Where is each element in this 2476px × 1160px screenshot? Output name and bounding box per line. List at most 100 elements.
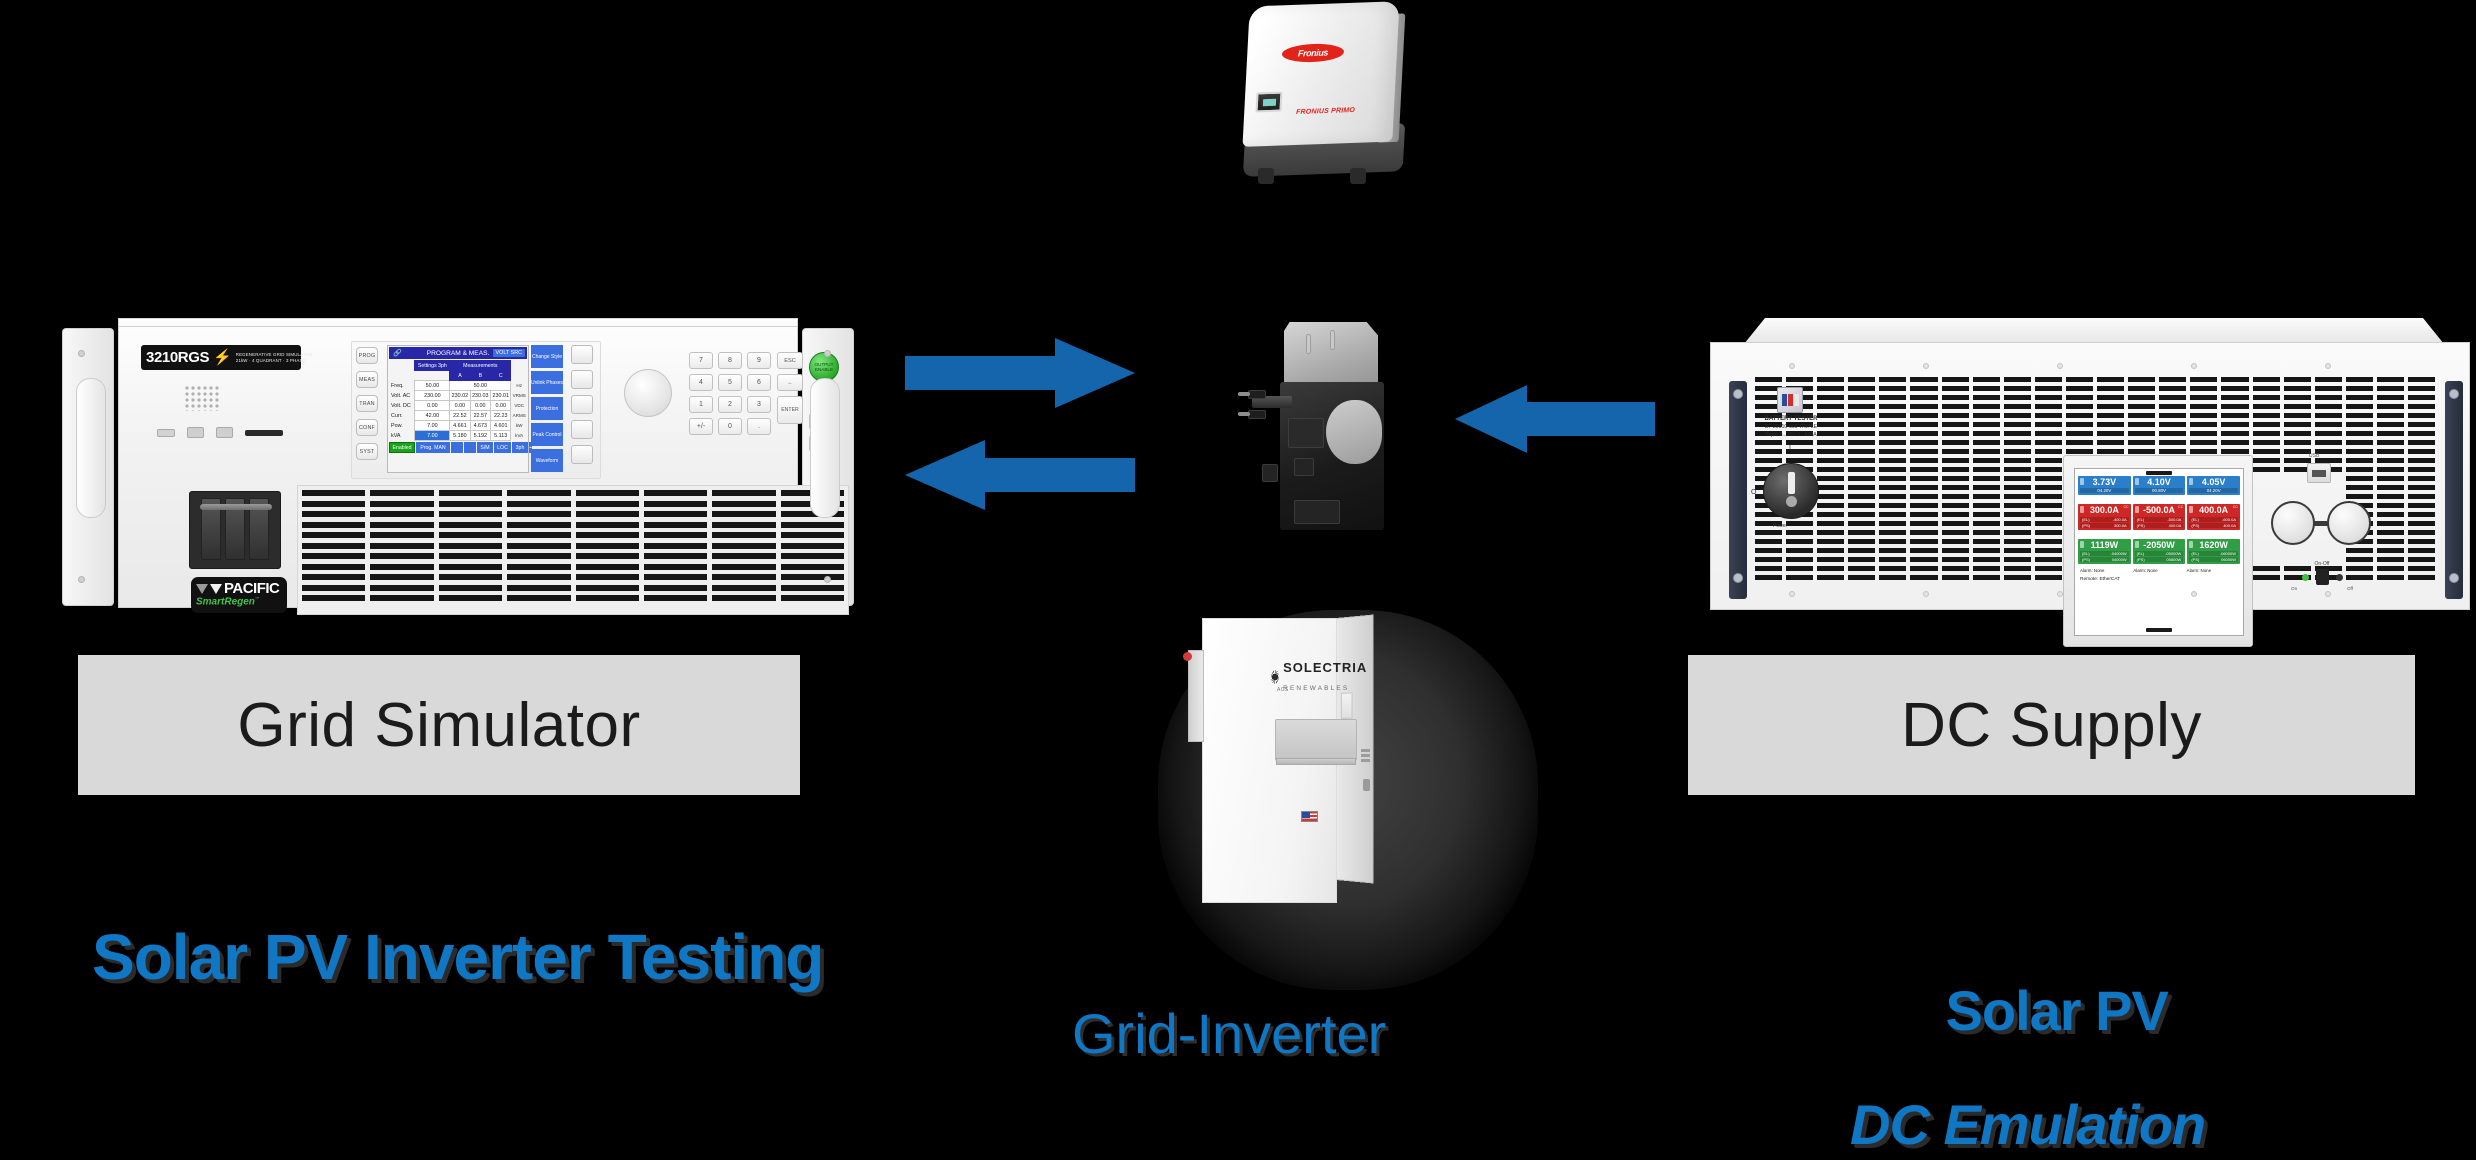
rack-rail-left xyxy=(1729,381,1747,599)
grid-simulator-lcd[interactable]: 🔗 PROGRAM & MEAS. VOLT SRC Settings 3ph … xyxy=(387,345,533,473)
dc-vent-slot xyxy=(1941,449,1969,454)
key-6[interactable]: 6 xyxy=(747,374,771,391)
dc-vent-slot xyxy=(2159,395,2187,400)
channel-pin-icon xyxy=(2189,478,2194,485)
key-2[interactable]: 2 xyxy=(718,396,742,413)
dc-vent-slot xyxy=(2221,404,2249,409)
dc-vent-slot xyxy=(2034,431,2062,436)
softkey-peak-control[interactable]: Peak Control xyxy=(531,423,563,446)
dc-label-model: BT 20010-600 TRIPLE xyxy=(1764,424,1818,430)
cabinet-side-box xyxy=(1188,650,1204,742)
key-plus-minus[interactable]: +/- xyxy=(689,418,713,435)
top-screw-5 xyxy=(2325,363,2331,369)
off-led-icon xyxy=(2335,573,2343,581)
backspace-arrow-icon[interactable]: ← xyxy=(777,374,803,391)
dc-vent-slot xyxy=(1755,413,1783,418)
dc-vent-slot xyxy=(1817,458,1845,463)
dc-vent-slot xyxy=(2221,431,2249,436)
dc-vent-slot xyxy=(2407,503,2436,508)
hw-softkey-4[interactable] xyxy=(571,420,593,439)
key-1[interactable]: 1 xyxy=(689,396,713,413)
vent-slot xyxy=(302,532,366,538)
vent-slot xyxy=(575,574,639,580)
vent-slot xyxy=(712,521,776,528)
lcd-header-measurements: Measurements xyxy=(449,360,512,371)
vent-row xyxy=(302,574,844,580)
dc-vent-slot xyxy=(2003,575,2031,580)
key-3[interactable]: 3 xyxy=(747,396,771,413)
rack-handle-right[interactable] xyxy=(810,378,840,518)
hw-softkey-3[interactable] xyxy=(571,395,593,414)
lcd-cell-a: 5.180 xyxy=(449,430,471,441)
key-enter[interactable]: ENTER xyxy=(777,396,803,424)
control-knob-group xyxy=(2271,501,2371,547)
bottom-screw-3 xyxy=(2057,591,2063,597)
lcd-cell-c: 5.113 xyxy=(490,430,512,441)
dc-vent-slot xyxy=(2190,395,2218,400)
left-control-knob[interactable] xyxy=(2271,501,2315,545)
dc-vent-slot xyxy=(1755,512,1783,517)
power-rotary-switch[interactable] xyxy=(1763,463,1819,519)
dc-vent-slot xyxy=(1879,530,1907,535)
dc-vent-slot xyxy=(1848,404,1876,409)
cabinet-lock-icon[interactable] xyxy=(1363,779,1370,791)
dc-vent-slot xyxy=(1879,467,1907,472)
on-off-button[interactable] xyxy=(2315,569,2329,585)
dc-vent-slot xyxy=(2407,539,2436,544)
rack-handle-left[interactable] xyxy=(76,378,106,518)
el-key: (EL) xyxy=(2082,551,2090,557)
key-decimal[interactable]: . xyxy=(747,418,771,435)
dc-vent-slot xyxy=(1972,575,2000,580)
rotary-encoder-knob[interactable] xyxy=(624,369,672,417)
card-slot[interactable] xyxy=(245,429,283,436)
dc-vent-slot xyxy=(2128,413,2156,418)
hdmi-port[interactable] xyxy=(157,428,175,437)
key-4[interactable]: 4 xyxy=(689,374,713,391)
dc-vent-slot xyxy=(1972,494,2000,499)
lcd-cell-setting-selected[interactable]: 7.00 xyxy=(414,430,451,441)
usb-port[interactable] xyxy=(2307,463,2331,483)
brand-sub: SmartRegen™ xyxy=(196,596,259,608)
key-7[interactable]: 7 xyxy=(689,352,713,369)
solectria-subname: RENEWABLES xyxy=(1283,685,1350,692)
dc-vent-slot xyxy=(1910,575,1938,580)
dc-vent-slot xyxy=(1910,557,1938,562)
key-9[interactable]: 9 xyxy=(747,352,771,369)
softkey-change-style[interactable]: Change Style xyxy=(531,345,563,368)
dc-vent-slot xyxy=(2283,413,2311,418)
hw-softkey-1[interactable] xyxy=(571,345,593,364)
disconnect-knob[interactable] xyxy=(1183,652,1192,661)
fkey-meas[interactable]: MEAS xyxy=(356,371,378,388)
vent-slot xyxy=(302,500,366,507)
key-8[interactable]: 8 xyxy=(718,352,742,369)
fkey-prog[interactable]: PROG xyxy=(356,347,378,364)
dc-vent-slot xyxy=(2407,485,2436,490)
key-0[interactable]: 0 xyxy=(718,418,742,435)
vent-slot xyxy=(643,542,708,549)
hw-softkey-2[interactable] xyxy=(571,370,593,389)
dc-vent-slot xyxy=(2065,440,2094,445)
dc-vent-slot xyxy=(2221,413,2249,418)
softkey-waveform[interactable]: Waveform xyxy=(531,449,563,472)
dc-vent-slot xyxy=(2376,440,2404,445)
dc-vent-slot xyxy=(2034,413,2062,418)
dc-vent-slot xyxy=(1817,422,1845,427)
dc-supply-lcd[interactable]: 3.73V 04.20V 4.10V 00.80V 4.05V 04.20V xyxy=(2074,468,2244,636)
key-esc[interactable]: ESC xyxy=(777,352,803,369)
dc-vent-slot xyxy=(2034,440,2062,445)
output-enable-button[interactable]: OUTPUT ENABLE xyxy=(809,352,839,382)
hw-softkey-5[interactable] xyxy=(571,445,593,464)
vent-slot xyxy=(438,542,503,549)
usb-port-1[interactable] xyxy=(187,427,204,438)
fkey-tran[interactable]: TRAN xyxy=(356,395,378,412)
key-5[interactable]: 5 xyxy=(718,374,742,391)
softkey-unlink-phases[interactable]: Unlink Phases xyxy=(531,371,563,394)
usb-port-2[interactable] xyxy=(216,427,233,438)
vent-slot xyxy=(712,542,776,549)
fkey-syst[interactable]: SYST xyxy=(356,443,378,460)
softkey-protection[interactable]: Protection xyxy=(531,397,563,420)
vent-row xyxy=(302,595,844,601)
vent-row xyxy=(302,511,844,517)
right-control-knob[interactable] xyxy=(2327,501,2371,545)
fkey-conf[interactable]: CONF xyxy=(356,419,378,436)
